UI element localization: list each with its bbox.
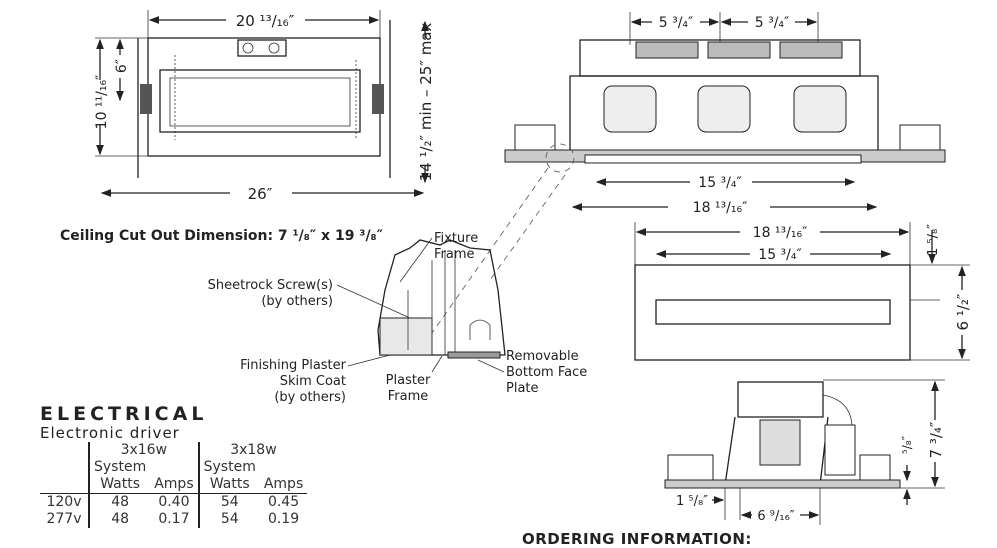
- group-3x18w: 3x18w: [197, 442, 308, 459]
- label-removable: Removable: [506, 349, 579, 364]
- label-fixture-frame: Fixture: [434, 231, 478, 246]
- label-sheetrock-screw: Sheetrock Screw(s): [208, 278, 333, 293]
- face-outer-dim: 18 ¹³/₁₆″: [753, 225, 808, 241]
- col-watts-2: Watts: [197, 476, 260, 494]
- col-system: System: [87, 459, 151, 476]
- face-lip-dim: 1 ⁵/₈″: [926, 224, 941, 256]
- face-height-dim: 6 ¹/₂″: [954, 293, 972, 330]
- plan-width-dim: 20 ¹³/₁₆″: [236, 12, 295, 30]
- watts: 48: [87, 511, 151, 528]
- voltage: 120v: [46, 494, 82, 510]
- label-bottom-face: Bottom Face: [506, 365, 587, 380]
- end-width-dim: 6 ⁹/₁₆″: [757, 509, 794, 524]
- label-plaster-frame-2: Frame: [388, 389, 429, 404]
- table-row: 277v 48 0.17 54 0.19: [40, 511, 307, 528]
- end-offset-dim: 1 ⁵/₈″: [676, 494, 708, 509]
- label-plate: Plate: [506, 381, 539, 396]
- end-view: 7 ³/₄″ ⁵/₈″ 1 ⁵/₈″ 6 ⁹/₁₆″: [664, 379, 945, 525]
- amps: 0.45: [267, 494, 300, 510]
- voltage: 277v: [46, 511, 82, 527]
- label-skim-coat: Skim Coat: [280, 374, 346, 389]
- watts: 54: [197, 511, 260, 528]
- end-height-dim: 7 ³/₄″: [927, 421, 945, 458]
- col-system-2: System: [197, 459, 260, 476]
- label-by-others: (by others): [274, 390, 346, 405]
- plan-offset-dim: 6″: [114, 59, 130, 73]
- label-finishing-plaster: Finishing Plaster: [240, 358, 347, 373]
- svg-text:Sheetrock Screw(s)(by others): Sheetrock Screw(s)(by others): [208, 278, 333, 309]
- side-view: 5 ³/₄″ 5 ³/₄″ 15 ³/₄″ 18 ¹³/₁₆″: [504, 12, 946, 216]
- group-3x16w: 3x16w: [88, 442, 199, 459]
- lamp-spacing-1: 5 ³/₄″: [659, 15, 694, 31]
- amps: 0.19: [267, 511, 300, 527]
- col-amps: Amps: [150, 476, 199, 494]
- plan-view: 20 ¹³/₁₆″ 10 ¹¹/₁₆″ 6″ 14 ¹/₂″ min – 25″…: [94, 10, 435, 203]
- col-amps-2: Amps: [259, 476, 308, 494]
- plan-overall-dim: 26″: [248, 185, 273, 203]
- col-watts: Watts: [87, 476, 151, 494]
- side-outer-dim: 18 ¹³/₁₆″: [693, 200, 748, 216]
- table-row: 120v 48 0.40 54 0.45: [40, 493, 307, 511]
- watts: 48: [87, 493, 151, 511]
- face-inner-dim: 15 ³/₄″: [758, 247, 801, 263]
- ordering-information-heading: ORDERING INFORMATION:: [522, 530, 752, 548]
- plan-height-dim: 10 ¹¹/₁₆″: [94, 75, 110, 130]
- plan-joist-dim: 14 ¹/₂″ min – 25″ max: [417, 23, 435, 182]
- face-plate-view: 18 ¹³/₁₆″ 15 ³/₄″ 1 ⁵/₈″ 6 ¹/₂″: [634, 222, 972, 361]
- label-fixture-frame-2: Frame: [434, 247, 475, 262]
- ceiling-cutout-dimension: Ceiling Cut Out Dimension: 7 ¹/₈″ x 19 ³…: [60, 228, 383, 244]
- side-inner-dim: 15 ³/₄″: [698, 175, 741, 191]
- electrical-subtitle: Electronic driver: [40, 424, 180, 442]
- watts: 54: [197, 493, 260, 511]
- end-flange-dim: ⁵/₈″: [900, 435, 914, 454]
- electrical-title: ELECTRICAL: [40, 403, 208, 425]
- lamp-spacing-2: 5 ³/₄″: [755, 15, 790, 31]
- amps: 0.40: [158, 494, 190, 510]
- label-plaster-frame: Plaster: [386, 373, 431, 388]
- label-sheetrock-screw-2: (by others): [261, 294, 333, 309]
- amps: 0.17: [158, 511, 190, 527]
